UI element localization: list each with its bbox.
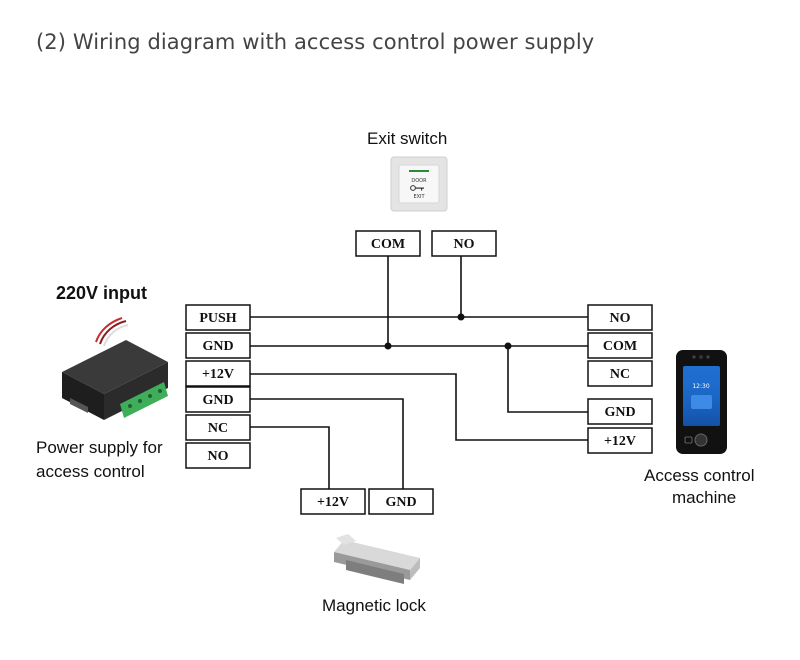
exit-switch-com-box xyxy=(355,230,421,257)
wire-junctions xyxy=(384,313,512,350)
junction-no xyxy=(457,313,465,321)
exit-switch-terminals: COM NO xyxy=(355,230,497,257)
page-title: (2) Wiring diagram with access control p… xyxy=(36,30,595,54)
access-machine-label-line2: machine xyxy=(672,488,737,507)
exit-switch-com-label: COM xyxy=(371,237,405,252)
power-supply-label-line2: access control xyxy=(36,462,145,481)
acm-nc-box xyxy=(587,360,653,387)
acm-gnd-label: GND xyxy=(604,405,635,420)
wires xyxy=(250,256,588,489)
access-machine-label-line1: Access control xyxy=(644,466,755,485)
psu-no-box xyxy=(185,442,251,469)
psu-nc-label: NC xyxy=(208,421,228,436)
power-supply-image xyxy=(62,317,168,420)
acm-12v-box xyxy=(587,427,653,454)
magnetic-lock-image xyxy=(334,534,420,584)
access-machine-screen-time: 12:30 xyxy=(692,383,709,390)
lock-gnd-box xyxy=(368,488,434,515)
wire-gnd-to-lock-gnd xyxy=(250,398,404,489)
psu-gnd-label: GND xyxy=(202,339,233,354)
exit-switch-no-box xyxy=(431,230,497,257)
magnetic-lock-terminals: +12V GND xyxy=(300,488,434,515)
lock-12v-box xyxy=(300,488,366,515)
power-supply-label-line1: Power supply for xyxy=(36,438,163,457)
wire-nc-to-lock-12v xyxy=(250,426,330,489)
exit-switch-no-label: NO xyxy=(454,237,475,252)
psu-push-label: PUSH xyxy=(199,311,236,326)
lock-12v-label: +12V xyxy=(317,495,349,510)
acm-nc-label: NC xyxy=(610,367,630,382)
psu-gnd2-box xyxy=(185,386,251,413)
access-machine-image: 12:30 xyxy=(676,350,727,454)
acm-com-box xyxy=(587,332,653,359)
psu-gnd2-label: GND xyxy=(202,393,233,408)
acm-no-box xyxy=(587,304,653,331)
psu-no-label: NO xyxy=(208,449,229,464)
lock-gnd-label: GND xyxy=(385,495,416,510)
psu-12v-box xyxy=(185,360,251,387)
wire-gnd-to-machine-gnd xyxy=(507,346,588,413)
psu-12v-label: +12V xyxy=(202,367,234,382)
psu-gnd-box xyxy=(185,332,251,359)
acm-gnd-box xyxy=(587,398,653,425)
junction-com xyxy=(384,342,392,350)
power-supply-terminals: PUSH GND +12V GND NC NO xyxy=(185,304,251,469)
wire-12v-to-machine-12v xyxy=(250,373,588,441)
acm-com-label: COM xyxy=(603,339,637,354)
fingerprint-icon xyxy=(694,433,708,447)
magnetic-lock-label: Magnetic lock xyxy=(322,596,426,615)
input-wires xyxy=(95,317,129,347)
exit-plate-door: DOOR xyxy=(411,178,427,184)
psu-nc-box xyxy=(185,414,251,441)
green-terminal-block xyxy=(120,382,168,418)
psu-push-box xyxy=(185,304,251,331)
key-icon xyxy=(410,185,424,191)
power-input-label: 220V input xyxy=(56,283,148,303)
acm-no-label: NO xyxy=(610,311,631,326)
junction-gnd xyxy=(504,342,512,350)
exit-switch-image: DOOR EXIT xyxy=(390,156,448,212)
exit-plate-exit: EXIT xyxy=(413,194,425,200)
acm-12v-label: +12V xyxy=(604,434,636,449)
access-machine-terminals: NO COM NC GND +12V xyxy=(587,304,653,454)
exit-switch-label: Exit switch xyxy=(367,129,448,148)
